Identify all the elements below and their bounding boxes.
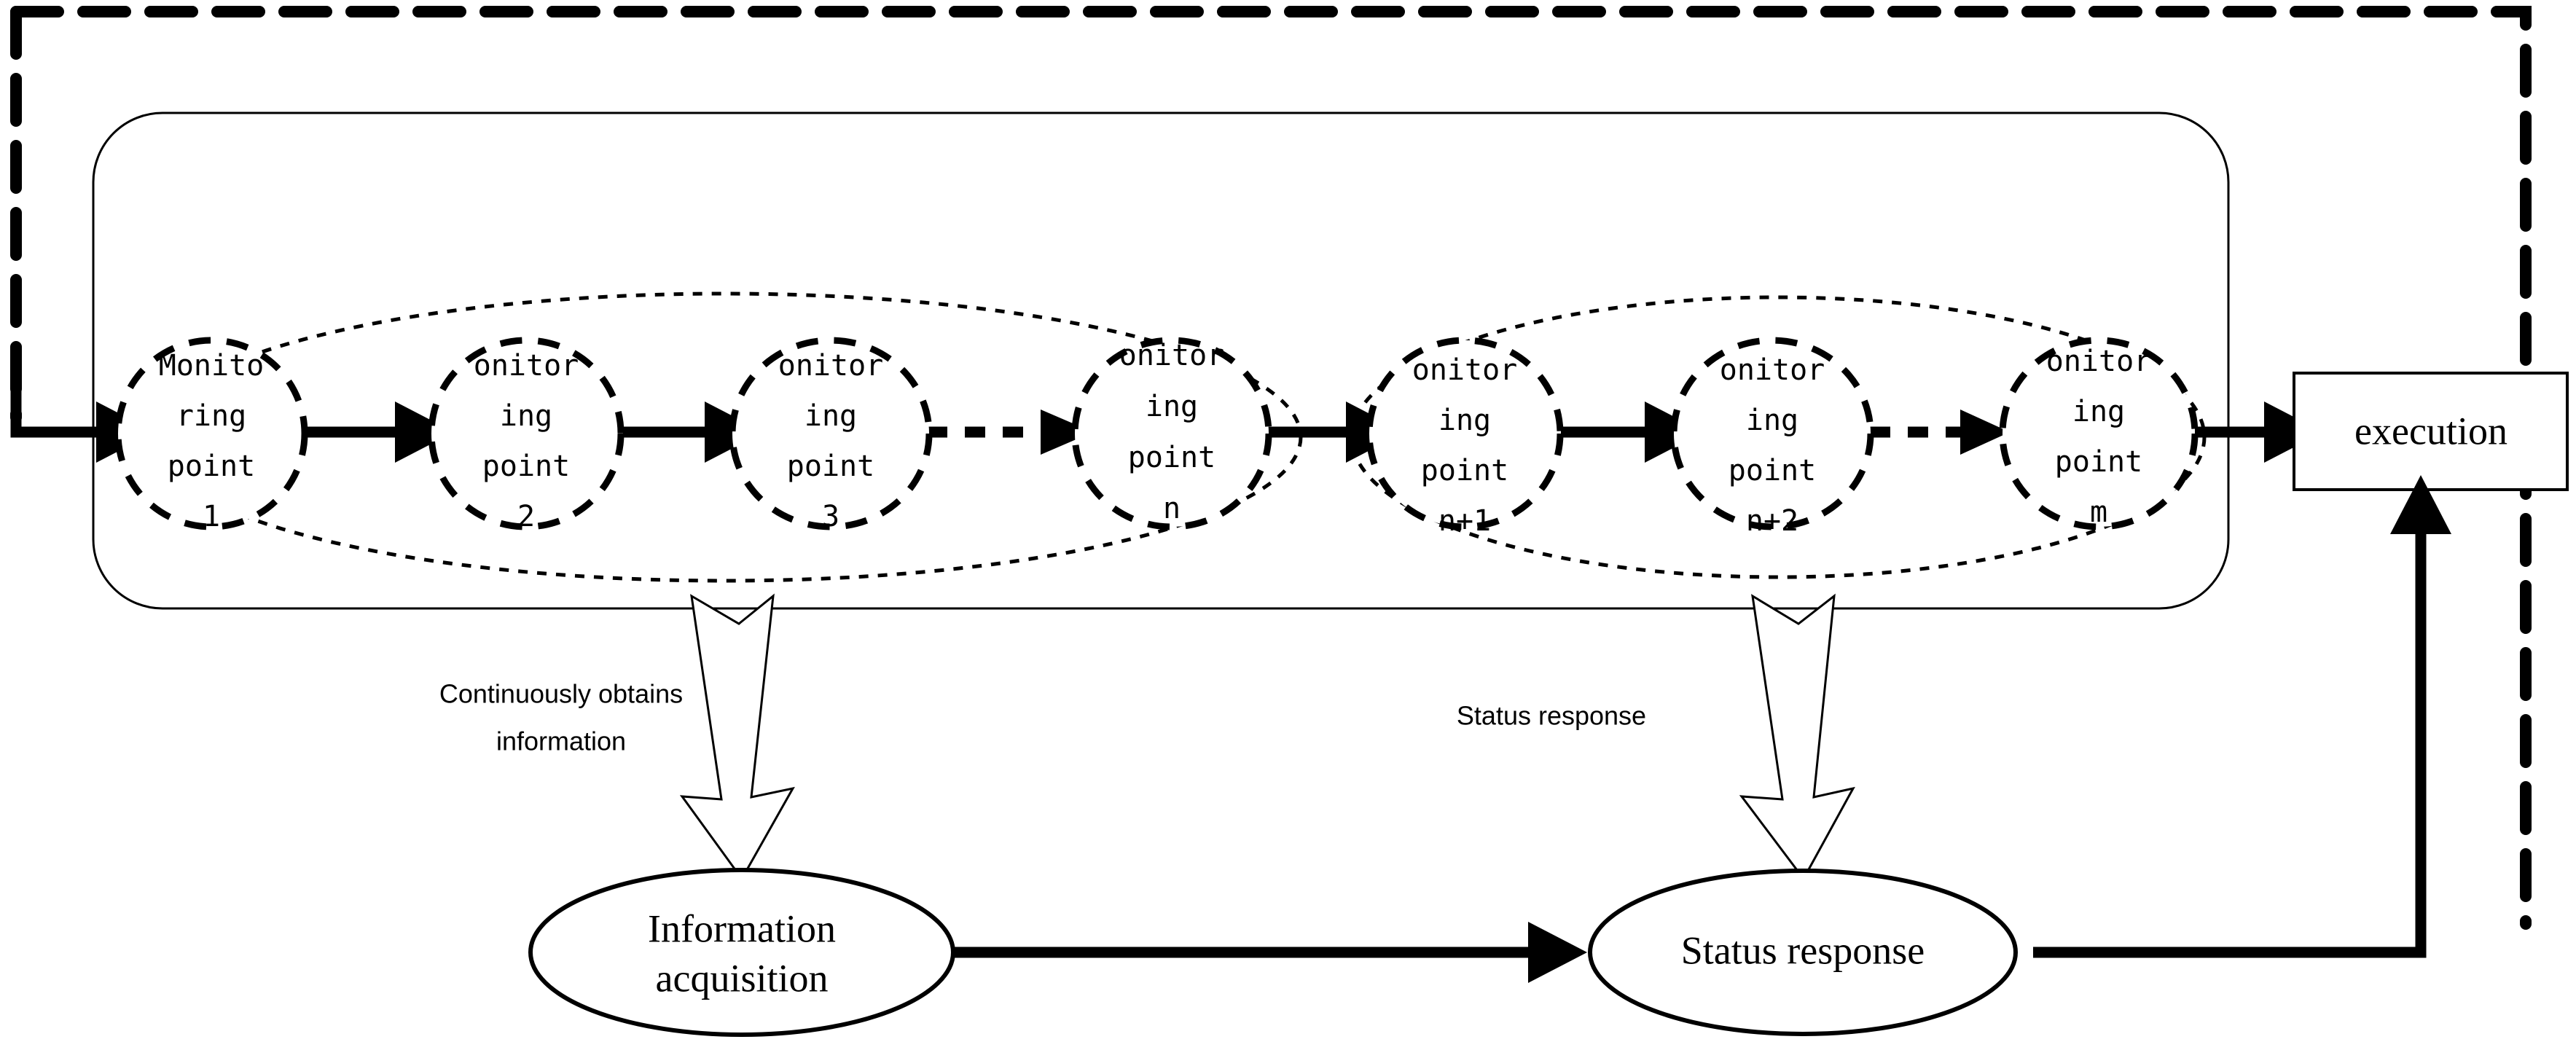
node-monitoring-point-2[interactable]: onitor ing point 2: [428, 337, 625, 533]
node-monitoring-point-n[interactable]: onitor ing point n: [1071, 337, 1272, 530]
node-n1-line-3: point: [1421, 454, 1508, 487]
node-3-line-4: 3: [822, 500, 839, 533]
edge-status-to-execution: [2033, 475, 2451, 958]
connector-mp3-mpn: [927, 410, 1093, 455]
node-n2-line-4: n+2: [1746, 504, 1798, 538]
node-2-line-3: point: [482, 450, 570, 483]
status-response-annotation: Status response: [1457, 701, 1646, 731]
execution-box[interactable]: execution: [2293, 372, 2569, 491]
node-2-line-4: 2: [517, 500, 535, 533]
node-n2-line-3: point: [1729, 454, 1816, 487]
information-acquisition-line-2: acquisition: [656, 956, 829, 1000]
ellipse-status-response[interactable]: Status response: [1588, 869, 2018, 1036]
node-monitoring-point-n-plus-1[interactable]: onitor ing point n+1: [1366, 337, 1564, 538]
entry-connector: [10, 386, 155, 463]
monitoring-chain-container: [92, 111, 2230, 610]
connector-mpn2-mpm: [1870, 410, 2010, 455]
label-continuously-obtains-information: Continuously obtains information: [439, 679, 683, 756]
continuously-obtains-line-1: Continuously obtains: [439, 679, 683, 709]
node-monitoring-point-m[interactable]: onitor ing point m: [1999, 337, 2199, 530]
node-n-line-4: n: [1163, 492, 1181, 525]
hollow-arrow-information: [679, 593, 795, 881]
node-monitoring-point-3[interactable]: onitor ing point 3: [729, 337, 933, 533]
node-n-line-1: onitor: [1119, 339, 1225, 372]
system-boundary: [10, 6, 2532, 930]
label-status-response-annotation: Status response: [1457, 701, 1646, 731]
node-1-line-4: 1: [203, 500, 220, 533]
node-n-line-3: point: [1128, 441, 1215, 474]
node-1-line-2: ring: [176, 399, 246, 433]
continuously-obtains-line-2: information: [496, 726, 626, 756]
node-n2-line-2: ing: [1746, 404, 1798, 437]
information-acquisition-line-1: Information: [648, 906, 836, 950]
node-2-line-2: ing: [500, 399, 552, 433]
status-response-label: Status response: [1681, 928, 1925, 972]
node-3-line-2: ing: [804, 399, 857, 433]
node-1-line-1: Monito: [159, 349, 265, 383]
node-n-line-2: ing: [1146, 390, 1198, 423]
node-monitoring-point-n-plus-2[interactable]: onitor ing point n+2: [1670, 337, 1874, 538]
node-1-line-3: point: [168, 450, 255, 483]
node-m-line-4: m: [2090, 495, 2107, 529]
node-n1-line-4: n+1: [1438, 504, 1491, 538]
node-n1-line-2: ing: [1438, 404, 1491, 437]
node-monitoring-point-1[interactable]: Monito ring point 1: [114, 337, 308, 533]
node-3-line-3: point: [787, 450, 874, 483]
node-m-line-3: point: [2055, 445, 2142, 479]
ellipse-information-acquisition[interactable]: Information acquisition: [528, 868, 955, 1037]
hollow-arrow-status: [1739, 593, 1855, 881]
node-m-line-2: ing: [2072, 395, 2125, 428]
execution-label: execution: [2354, 409, 2508, 452]
node-n1-line-1: onitor: [1412, 353, 1518, 387]
node-2-line-1: onitor: [474, 349, 579, 383]
node-3-line-1: onitor: [778, 349, 884, 383]
node-m-line-1: onitor: [2046, 345, 2152, 378]
node-n2-line-1: onitor: [1720, 353, 1825, 387]
